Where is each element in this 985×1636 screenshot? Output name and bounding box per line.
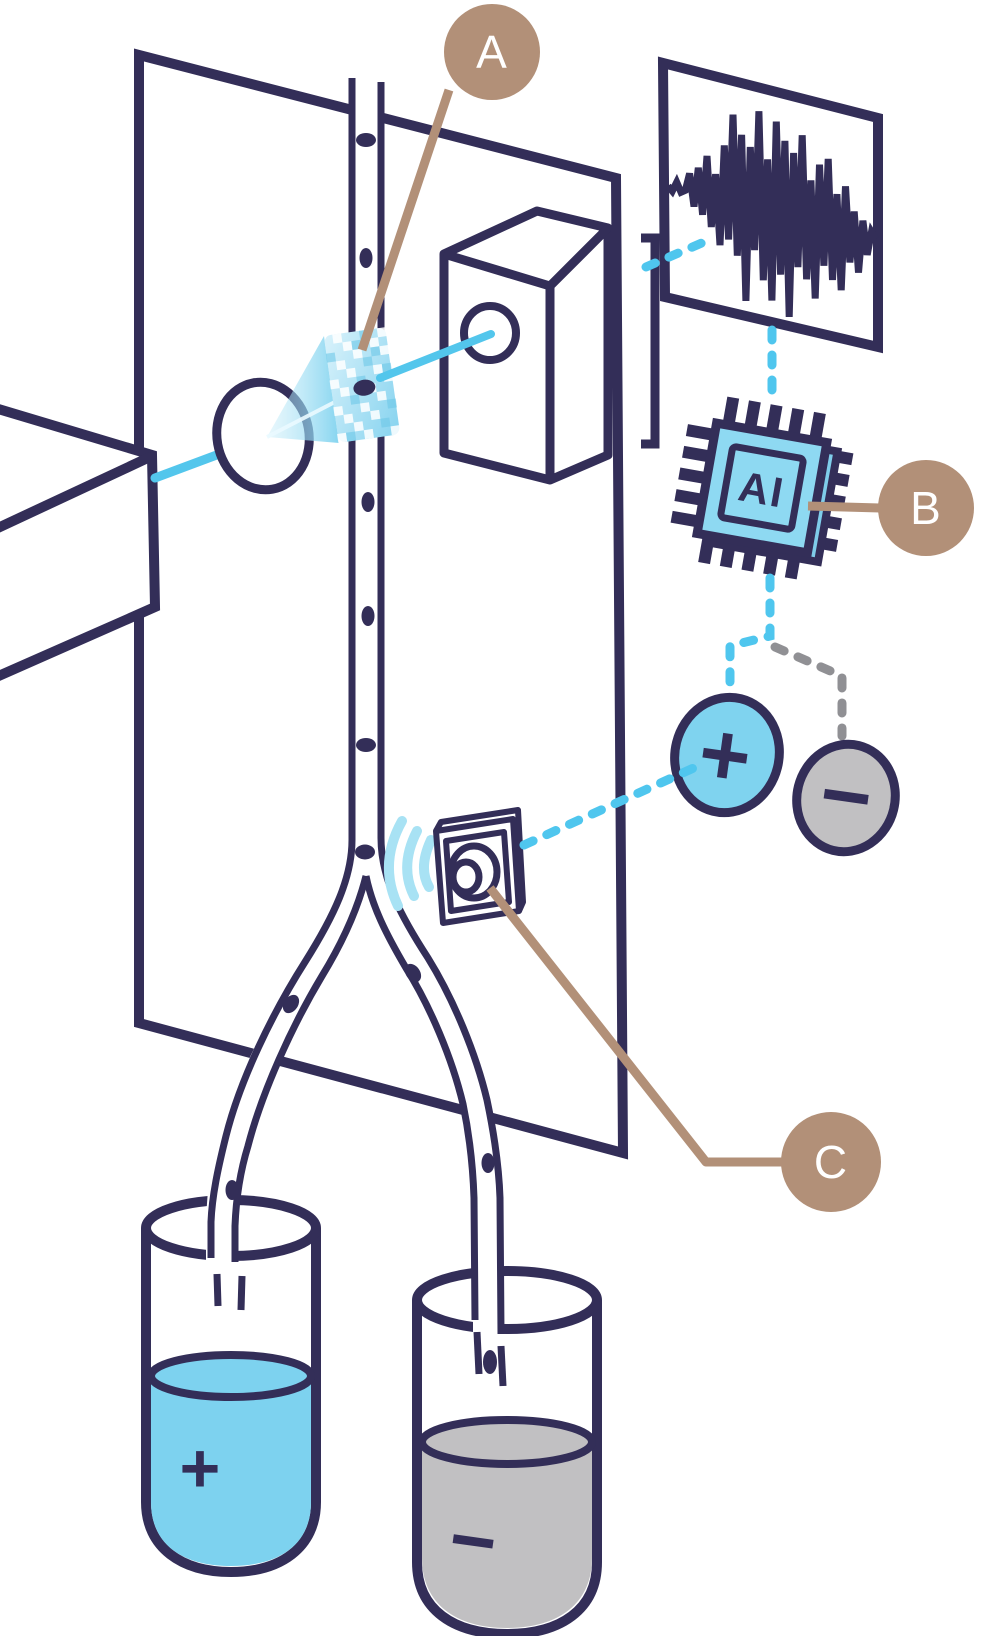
sort-actuator-icon [384,807,526,926]
collection-tube-negative: − [412,1266,602,1636]
cells-in-channel [225,133,497,1374]
cell [481,1153,495,1173]
laser-source-edge [0,451,155,533]
tube-negative-liquid [422,1442,592,1628]
laser-cone [267,336,339,443]
detector-body [439,206,613,485]
tube-positive-liquid-surface [147,1351,315,1401]
callout-b: B [807,460,974,556]
chip-inner-frame [717,443,807,533]
callout-a-label: A [476,26,508,78]
laser-source [0,404,161,681]
callout-c-label: C [814,1136,848,1188]
callout-a-bubble [444,4,540,100]
signal-waveform-icon [665,111,879,317]
link-chip-to-negative [770,642,847,741]
detector [376,206,613,485]
cell [483,1350,497,1374]
callout-b-label: B [910,482,942,534]
callout-a-line [357,88,454,352]
acoustic-wave-icon [384,816,436,911]
callout-c-line [486,885,782,1167]
cell-at-interrogation [353,379,376,396]
link-chip-to-positive [725,573,775,697]
callout-b-line [807,501,881,513]
cell [404,963,422,983]
cell [361,606,375,626]
ai-chip-icon: AI [670,396,854,580]
cell [225,1180,239,1200]
detector-bracket [641,233,660,449]
callout-c-bubble [781,1112,881,1212]
detector-edges [442,224,612,480]
scattered-beam [376,330,495,382]
tube-negative-rim [412,1266,602,1334]
laser-source-body [0,404,161,681]
signal-panel [657,56,883,354]
tube-positive-symbol: + [180,1429,221,1507]
negative-sort-badge: − [792,739,900,857]
callout-b-bubble [878,460,974,556]
cell [356,738,376,752]
cell [355,844,375,860]
cell [359,248,373,268]
cell [356,133,376,147]
chip-label: AI [735,462,788,516]
positive-sort-badge: + [670,692,784,818]
tube-positive-liquid [151,1376,311,1566]
cell [282,994,300,1014]
interrogation-point [324,327,401,443]
callout-c: C [486,885,881,1212]
callout-a: A [357,4,540,352]
actuator-cone-inner [449,858,483,896]
link-actuator-to-positive [519,761,703,850]
link-detector-to-signal [641,237,709,272]
cell [361,492,375,512]
tube-negative-liquid-surface [418,1416,596,1468]
microfluidic-channel [206,72,507,1387]
